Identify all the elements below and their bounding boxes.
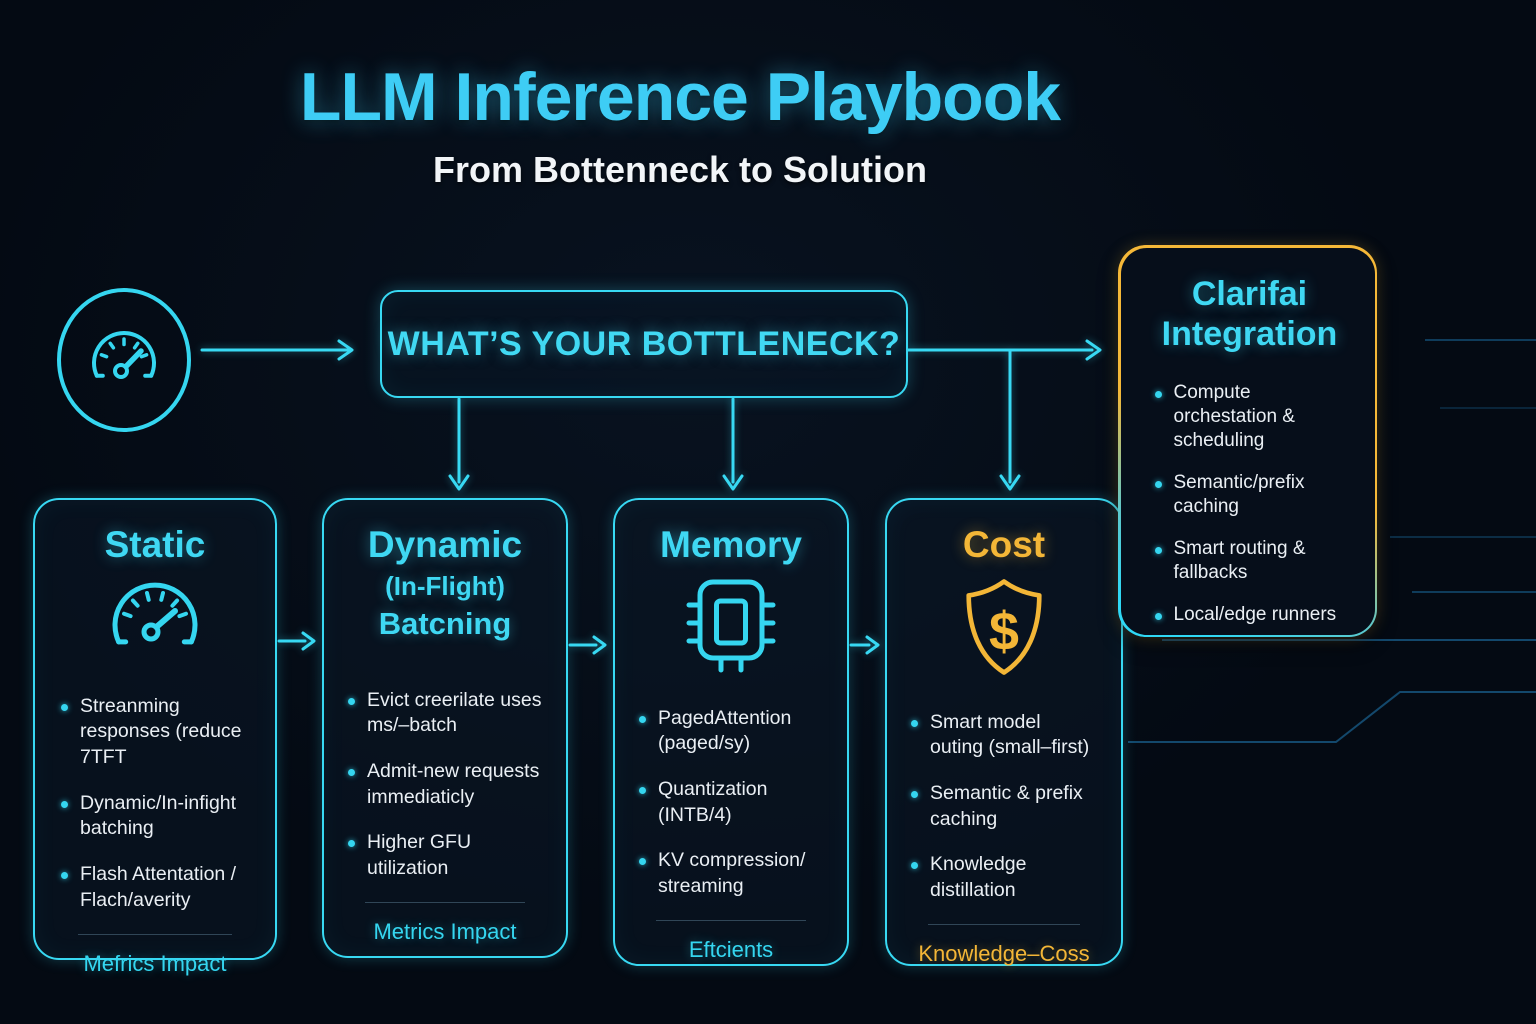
card-dynamic-subtitle2: Batcning (378, 605, 512, 641)
bullet-item: Local/edge runners (1154, 603, 1359, 627)
bottleneck-question-label: WHAT’S YOUR BOTTLENECK? (387, 324, 901, 363)
gauge-icon (95, 575, 215, 668)
card-clarifai-integration: Clarifai Integration Compute orchestatio… (1118, 245, 1377, 637)
bullet-dot (348, 840, 355, 848)
card-dynamic-bullets: Evict creerilate uses ms/–batch Admit-ne… (348, 688, 542, 902)
bullet-item: Flash Attentation / Flach/averity (61, 862, 249, 913)
bullet-item: Higher GFU utilization (348, 830, 542, 881)
chip-icon (685, 575, 777, 680)
bullet-dot (911, 791, 918, 799)
clarifai-bullets: Compute orchestation & scheduling Semant… (1141, 381, 1359, 645)
bullet-dot (639, 858, 646, 866)
bullet-item: Dynamic/In-infight batching (61, 791, 249, 842)
bullet-dot (639, 787, 646, 795)
bullet-item: Knowledge distillation (911, 852, 1097, 903)
bullet-item: Smart routing & fallbacks (1154, 537, 1359, 585)
bullet-dot (1154, 546, 1162, 554)
bullet-dot (911, 862, 918, 870)
divider (927, 923, 1081, 925)
bullet-dot (61, 872, 68, 880)
card-static-bullets: Streanming responses (reduce 7TFT Dynami… (61, 694, 249, 934)
bullet-item: Smart model outing (small–first) (911, 710, 1097, 761)
bullet-dot (639, 715, 646, 723)
bullet-dot (911, 719, 918, 727)
bullet-dot (1154, 612, 1162, 620)
clarifai-title-line1: Clarifai (1191, 274, 1308, 313)
card-cost-title: Cost (962, 524, 1046, 565)
bullet-item: Evict creerilate uses ms/–batch (348, 688, 542, 739)
card-dynamic-title: Dynamic (367, 524, 523, 565)
bullet-item: KV compression/ streaming (639, 848, 823, 899)
bullet-dot (348, 769, 355, 777)
card-memory: Memory PagedAttention (paged/sy) Quantiz… (613, 498, 849, 966)
card-dynamic-footer: Metrics Impact (373, 918, 517, 944)
bullet-item: Quantization (INTB/4) (639, 777, 823, 828)
page-subtitle: From Bottenneck to Solution (433, 149, 927, 191)
divider (365, 901, 525, 903)
bullet-dot (1154, 391, 1162, 399)
clarifai-title: Clarifai Integration (1141, 274, 1359, 356)
card-memory-title: Memory (660, 524, 802, 565)
bullet-dot (61, 703, 68, 711)
card-memory-bullets: PagedAttention (paged/sy) Quantization (… (639, 706, 823, 920)
divider (655, 919, 807, 921)
card-dynamic-subtitle1: (In-Flight) (385, 570, 505, 601)
card-static-footer: Mefrics Impact (83, 950, 227, 976)
shield-dollar-icon: $ (954, 575, 1054, 684)
svg-text:$: $ (989, 601, 1019, 661)
card-cost: Cost $ Smart model outing (small–first) … (885, 498, 1123, 966)
bullet-item: Compute orchestation & scheduling (1154, 381, 1359, 453)
speedometer-icon (56, 287, 192, 433)
bullet-item: PagedAttention (paged/sy) (639, 706, 823, 757)
bullet-dot (61, 800, 68, 808)
header: LLM Inference Playbook From Bottenneck t… (0, 59, 1360, 191)
page-title: LLM Inference Playbook (299, 59, 1061, 135)
bullet-item: Semantic & prefix caching (911, 781, 1097, 832)
bullet-item: Streanming responses (reduce 7TFT (61, 694, 249, 771)
card-cost-footer: Knowledge–Coss (918, 940, 1090, 966)
card-dynamic: Dynamic (In-Flight) Batcning Evict creer… (322, 498, 568, 958)
bullet-dot (1154, 480, 1162, 488)
card-memory-footer: Eftcients (688, 936, 774, 962)
divider (77, 933, 233, 935)
card-cost-bullets: Smart model outing (small–first) Semanti… (911, 710, 1097, 924)
bullet-item: Semantic/prefix caching (1154, 471, 1359, 519)
card-static-title: Static (104, 524, 206, 565)
bottleneck-question-box: WHAT’S YOUR BOTTLENECK? (380, 290, 908, 398)
bullet-item: Admit-new requests immediaticly (348, 759, 542, 810)
card-static: Static Streanming responses (reduce 7TFT… (33, 498, 277, 976)
clarifai-title-line2: Integration (1161, 315, 1338, 354)
bullet-dot (348, 697, 355, 705)
